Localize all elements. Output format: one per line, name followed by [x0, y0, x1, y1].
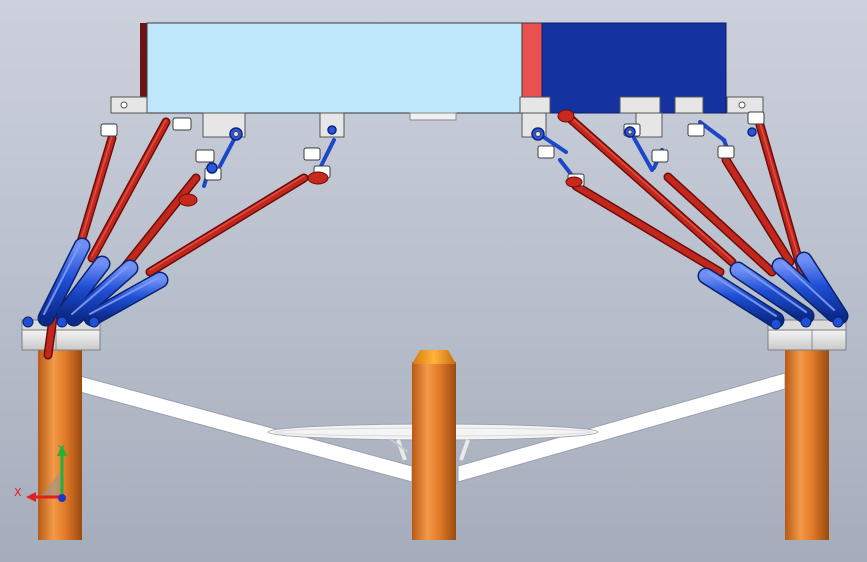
strut-right-3 — [665, 174, 775, 275]
cylinder-right-3 — [773, 259, 841, 321]
triad-y-label: Y — [57, 443, 65, 456]
cylinder-right-2 — [731, 263, 813, 323]
triad-x-label: X — [14, 486, 22, 499]
cylinder-left-2 — [67, 261, 137, 325]
triad-z-axis — [58, 494, 66, 502]
cylinder-left-4 — [57, 257, 109, 321]
cylinder-right-1 — [699, 269, 783, 327]
cylinder-group — [22, 237, 849, 330]
pile-center-cap — [412, 350, 456, 364]
deck-light-section — [146, 22, 524, 114]
strut-group — [43, 109, 807, 360]
pile-left — [38, 348, 82, 540]
link-arms — [100, 109, 765, 207]
strut-right-1 — [573, 183, 723, 275]
top-brackets — [110, 96, 764, 138]
strut-left-3 — [121, 175, 199, 271]
strut-left-4 — [147, 175, 307, 275]
cylinder-left-3 — [85, 273, 167, 325]
deck-edge-left — [140, 23, 148, 113]
pile-right — [785, 348, 829, 540]
deck — [140, 22, 727, 121]
coordinate-triad: Y X — [14, 443, 67, 502]
deck-bottom-plate — [409, 112, 457, 121]
cylinder-right-4 — [797, 253, 847, 323]
pile-center — [412, 350, 456, 540]
strut-right-5 — [723, 157, 793, 265]
cylinder-left-1 — [39, 239, 89, 325]
strut-right-2 — [562, 111, 735, 265]
strut-left-2 — [89, 119, 169, 261]
triad-plane — [40, 470, 62, 497]
